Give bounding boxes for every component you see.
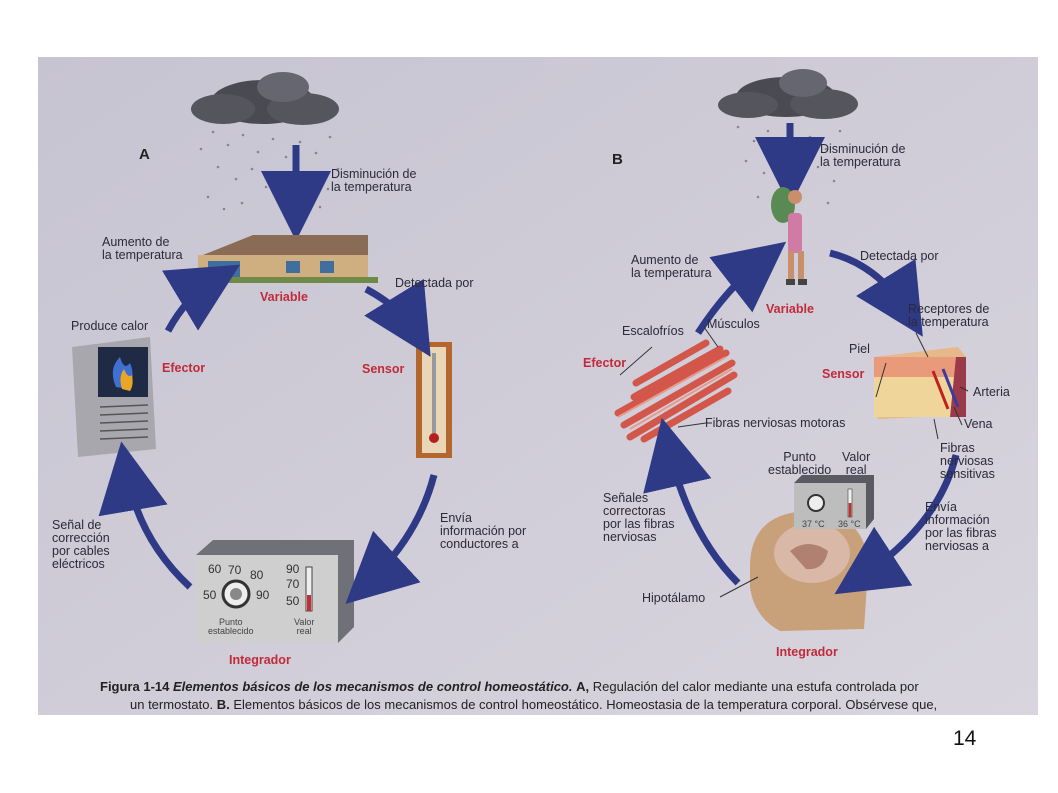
panel-b-skin-label: Piel [849,342,870,356]
panel-b-artery-label: Arteria [973,385,1010,399]
caption-line1-rest: Regulación del calor mediante una estufa… [592,679,919,694]
panel-a-detected-by-label: Detectada por [395,276,474,290]
rain-icon [199,130,340,211]
panel-a-integrator-label: Integrador [229,653,291,667]
panel-b-hypothalamus-label: Hipotálamo [642,591,706,605]
panel-b-real-temp: 36 °C [838,519,861,529]
panel-b-effector-label: Efector [583,356,627,370]
heater-icon [72,337,156,457]
panel-a-response-label: Aumento de la temperatura [102,235,183,262]
panel-a-correction-label: Señal de corrección por cables eléctrico… [52,518,110,571]
figure-title: Elementos básicos de los mecanismos de c… [172,679,573,694]
dial-number: 70 [228,563,242,577]
diagram-art [38,57,1038,715]
panel-b-integrator-label: Integrador [776,645,838,659]
caption-line2-rest: Elementos básicos de los mecanismos de c… [233,697,938,712]
scale-number: 50 [286,594,300,608]
panel-a-effector-label: Efector [162,361,206,375]
panel-b-vein-label: Vena [964,417,993,431]
dial-number: 50 [203,588,217,602]
caption-part-b: B. [216,697,230,712]
panel-b-correction-label: Señales correctoras por las fibras nervi… [603,491,675,544]
panel-a-sensor-label: Sensor [362,362,405,376]
cloud-icon [718,69,858,119]
thermostat-icon [794,475,874,529]
panel-b-sensory-fibers-label: Fibras nerviosas sensitivas [940,441,995,481]
figure-label: Figura 1-14 [100,679,170,694]
caption-line2-start: un termostato. [130,697,214,712]
page-number: 14 [953,727,977,750]
panel-b-stimulus-label: Disminución de la temperatura [820,142,906,169]
thermometer-icon [416,342,452,458]
figure-caption-line-2: un termostato. B. Elementos básicos de l… [130,697,937,715]
dial-number: 80 [250,568,264,582]
scale-number: 90 [286,562,300,576]
panel-a-sends-info-label: Envía información por conductores a [440,511,527,551]
panel-a-produces-heat-label: Produce calor [71,319,149,333]
panel-a-letter: A [139,146,150,163]
panel-b-detected-by-label: Detectada por [860,249,939,263]
panel-b-set-temp: 37 °C [802,519,825,529]
panel-b-muscles-label: Músculos [707,317,760,331]
dial-number: 90 [256,588,270,602]
panel-a-variable-label: Variable [260,290,308,304]
panel-b-variable-label: Variable [766,302,814,316]
figure-caption-line-1: Figura 1-14 Elementos básicos de los mec… [100,679,919,694]
thermostat-icon [196,540,354,643]
hiker-icon [771,187,807,285]
dial-number: 60 [208,562,222,576]
thermostat-real-value-label: Valor real [294,617,315,636]
panel-b-real-value-label: Valor real [842,450,871,477]
panel-a-stimulus-label: Disminución de la temperatura [331,167,417,194]
textbook-photo [38,57,1038,715]
panel-b-letter: B [612,151,623,168]
scale-number: 70 [286,577,300,591]
panel-b-sensor-label: Sensor [822,367,865,381]
panel-b-receptors-label: Receptores de la temperatura [908,302,990,329]
panel-b-response-label: Aumento de la temperatura [631,253,712,280]
panel-b-motor-fibers-label: Fibras nerviosas motoras [705,416,846,430]
panel-b-set-point-label: Punto establecido [768,450,832,477]
skin-icon [874,347,966,419]
panel-b-shivering-label: Escalofríos [622,324,684,338]
cloud-icon [191,72,339,125]
thermostat-set-point-label: Punto establecido [208,617,254,636]
caption-part-a: A, [576,679,590,694]
muscle-icon [614,339,738,443]
panel-b-sends-info-label: Envía información por las fibras nervios… [925,500,997,553]
